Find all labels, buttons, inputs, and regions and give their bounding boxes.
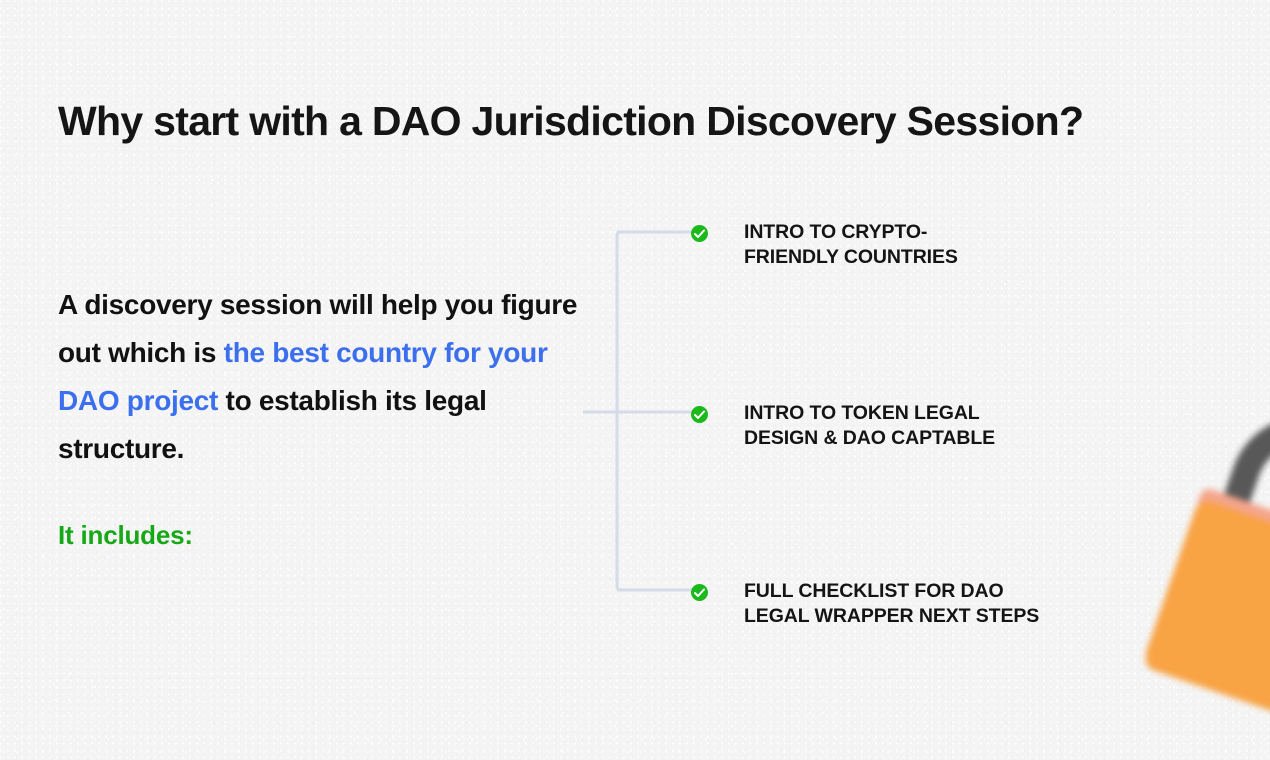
includes-label: It includes: [58, 520, 193, 550]
check-circle-icon [691, 406, 708, 423]
list-item[interactable]: INTRO TO CRYPTO- FRIENDLY COUNTRIES [691, 221, 958, 270]
check-circle-icon [691, 584, 708, 601]
list-item-label: INTRO TO CRYPTO- FRIENDLY COUNTRIES [744, 221, 958, 268]
page-title: Why start with a DAO Jurisdiction Discov… [58, 98, 1084, 144]
lead-text-part2: to establish its legal structure. [58, 385, 487, 464]
check-circle-icon [691, 225, 708, 242]
list-item[interactable]: INTRO TO TOKEN LEGAL DESIGN & DAO CAPTAB… [691, 402, 996, 451]
list-item-label: FULL CHECKLIST FOR DAO LEGAL WRAPPER NEX… [744, 580, 1040, 627]
lead-paragraph: A discovery session will help you figure… [58, 281, 598, 473]
list-item-label: INTRO TO TOKEN LEGAL DESIGN & DAO CAPTAB… [744, 402, 996, 449]
lead-highlight: the best country for your DAO project [58, 337, 548, 416]
list-item[interactable]: FULL CHECKLIST FOR DAO LEGAL WRAPPER NEX… [691, 580, 1040, 629]
padlock-illustration [1146, 416, 1270, 727]
lead-text-part1: A discovery session will help you figure… [58, 289, 578, 368]
